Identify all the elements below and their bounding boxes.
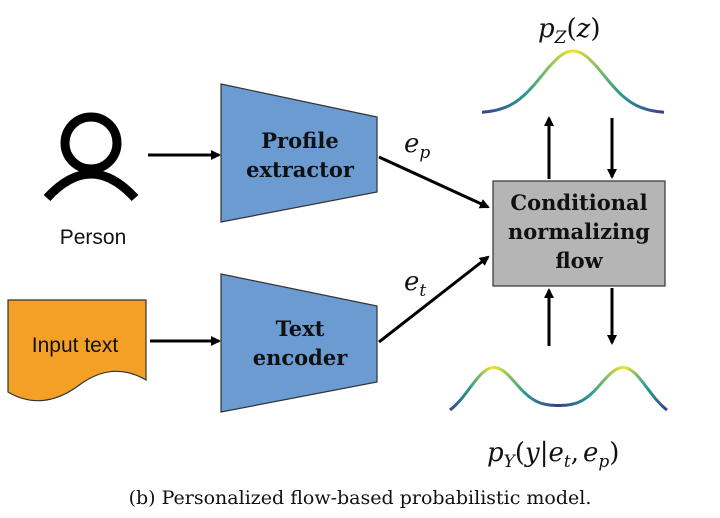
flow-label-line-3: flow xyxy=(555,248,603,273)
input-text-label: Input text xyxy=(32,334,119,357)
ep-label: ep xyxy=(404,129,430,163)
flow-box xyxy=(492,180,666,287)
py-label: pY(y|et,ep) xyxy=(487,438,619,472)
text-encoder-line-2: encoder xyxy=(253,345,348,370)
text-encoder-line-1: Text xyxy=(276,316,325,341)
person-icon xyxy=(43,112,139,202)
profile-extractor-line-1: Profile xyxy=(261,128,338,153)
py-density-curve xyxy=(449,366,668,412)
profile-extractor-line-2: extractor xyxy=(246,157,355,182)
et-label: et xyxy=(404,267,426,301)
document-icon xyxy=(7,299,147,402)
flow-label-line-2: normalizing xyxy=(508,219,650,244)
pz-label: pZ(z) xyxy=(538,14,600,48)
flow-label-line-1: Conditional xyxy=(510,190,647,215)
person-label: Person xyxy=(60,226,127,249)
pz-density-curve xyxy=(481,49,665,114)
text-encoder-box xyxy=(220,273,378,413)
arrow-ep-to-flow xyxy=(378,155,490,209)
profile-extractor-box xyxy=(220,83,378,223)
figure-caption: (b) Personalized flow-based probabilisti… xyxy=(129,487,592,509)
arrow-et-to-flow xyxy=(378,255,490,344)
